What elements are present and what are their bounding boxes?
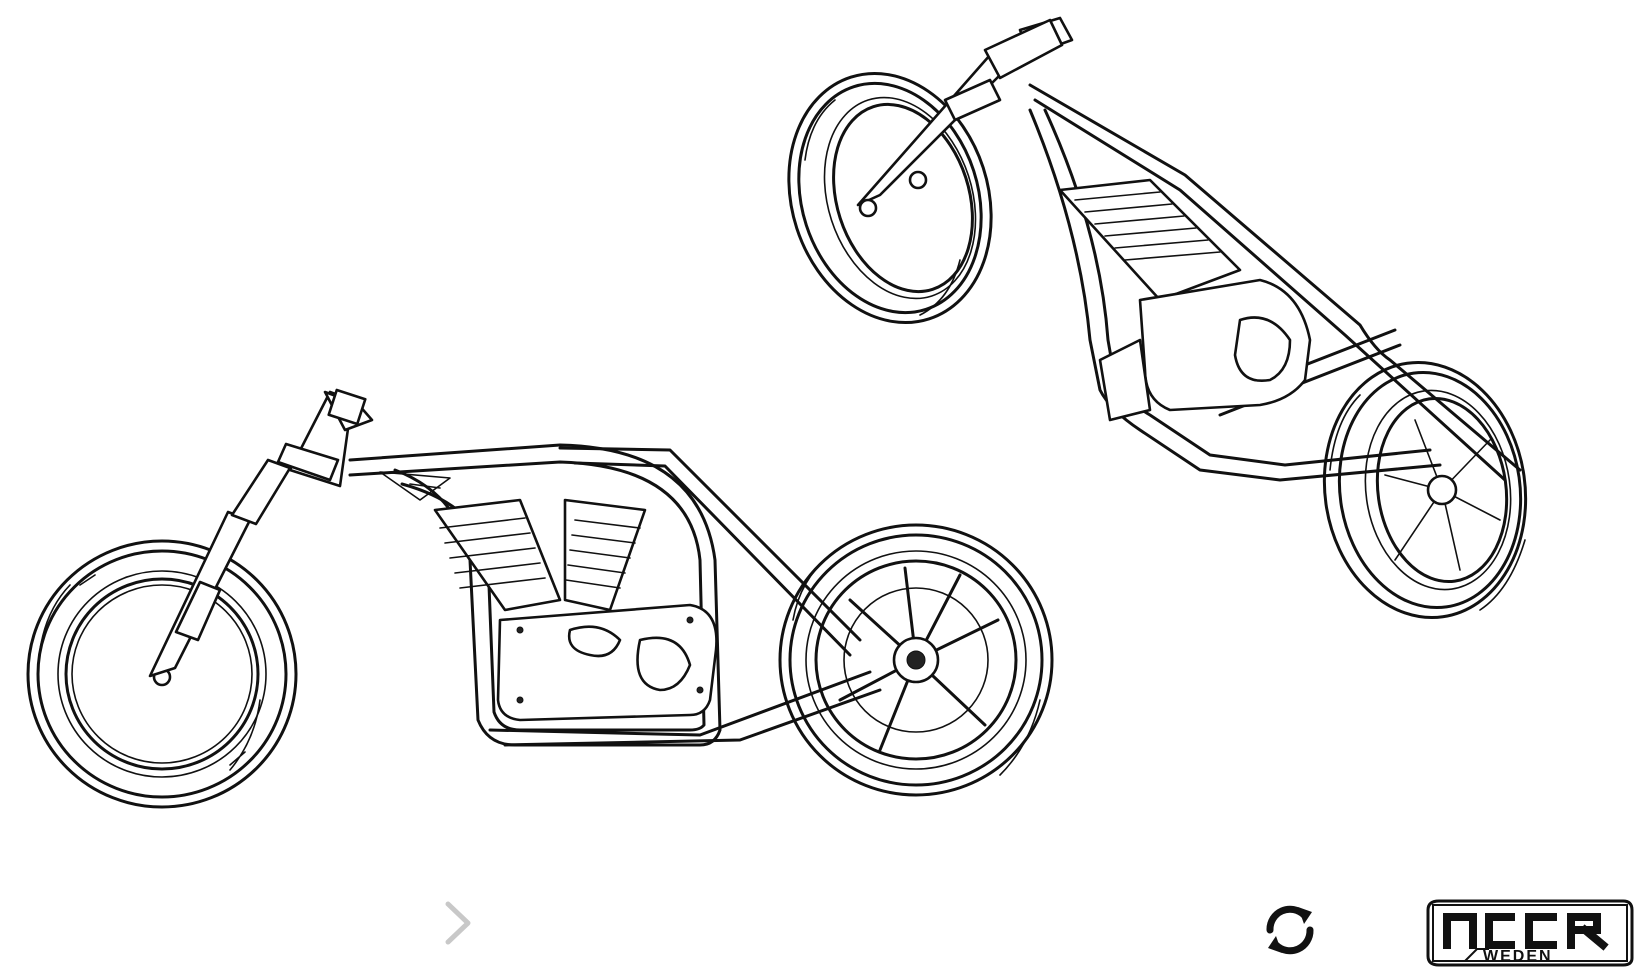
perspective-view-motorcycle	[787, 16, 1528, 620]
next-view-button[interactable]	[438, 898, 478, 948]
rotate-arrows-icon	[1266, 905, 1314, 955]
front-wheel	[26, 539, 298, 809]
svg-text:WEDEN: WEDEN	[1483, 948, 1553, 965]
v-twin-engine	[433, 498, 718, 722]
nccr-sweden-logo: WEDEN	[1425, 899, 1635, 967]
rotate-view-button[interactable]	[1258, 900, 1322, 960]
rear-wheel-perspective	[1322, 360, 1528, 620]
nccr-sweden-logo-graphic: WEDEN	[1426, 899, 1634, 967]
frame-perspective	[1028, 83, 1522, 482]
front-wheel-perspective	[787, 71, 993, 325]
chevron-right-icon	[445, 901, 471, 945]
rear-wheel	[778, 523, 1054, 797]
front-fork	[148, 388, 374, 678]
engine-perspective	[1058, 178, 1312, 422]
side-view-motorcycle	[26, 388, 1054, 809]
handlebar-fork	[856, 16, 1074, 218]
